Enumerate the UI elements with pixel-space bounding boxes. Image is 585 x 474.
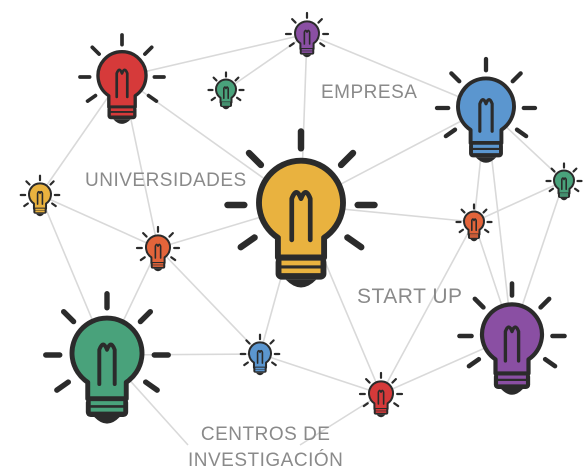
- lightbulb-icon-green-small: [207, 71, 245, 110]
- lightbulb-icon-red-bottom: [358, 371, 404, 418]
- label-empresa: EMPRESA: [321, 82, 418, 103]
- label-centros-de-investigacion: CENTROS DE INVESTIGACIÓN: [188, 422, 343, 474]
- lightbulb-icon-purple-top: [284, 11, 330, 58]
- lightbulb-icon-orange-left: [135, 225, 181, 272]
- bulbs-layer: [19, 11, 583, 424]
- label-universidades: UNIVERSIDADES: [85, 170, 247, 191]
- connection-line: [121, 33, 308, 78]
- lightbulb-icon-purple-right: [457, 281, 567, 395]
- connection-line: [306, 33, 487, 109]
- lightbulb-icon-red-top-left: [78, 33, 166, 124]
- label-centros-line-1: CENTROS DE: [200, 424, 331, 445]
- lightbulb-icon-green-small-right: [545, 162, 583, 201]
- connection-line: [225, 33, 308, 91]
- lightbulb-icon-green-big: [43, 291, 171, 424]
- lightbulb-icon-blue-small: [239, 333, 281, 376]
- lightbulb-icon-orange-right: [455, 203, 493, 242]
- connection-line: [473, 180, 565, 223]
- lightbulb-icon-big-yellow: [224, 128, 378, 288]
- label-start-up: START UP: [357, 285, 463, 308]
- lightbulb-icon-blue-right: [434, 56, 538, 163]
- connection-line: [157, 247, 261, 355]
- lightbulb-icon-yellow-small-left: [19, 174, 61, 217]
- connection-line: [259, 353, 382, 395]
- connection-line: [39, 194, 159, 249]
- connection-line: [380, 221, 475, 395]
- label-centros-line-2: INVESTIGACIÓN: [188, 450, 344, 471]
